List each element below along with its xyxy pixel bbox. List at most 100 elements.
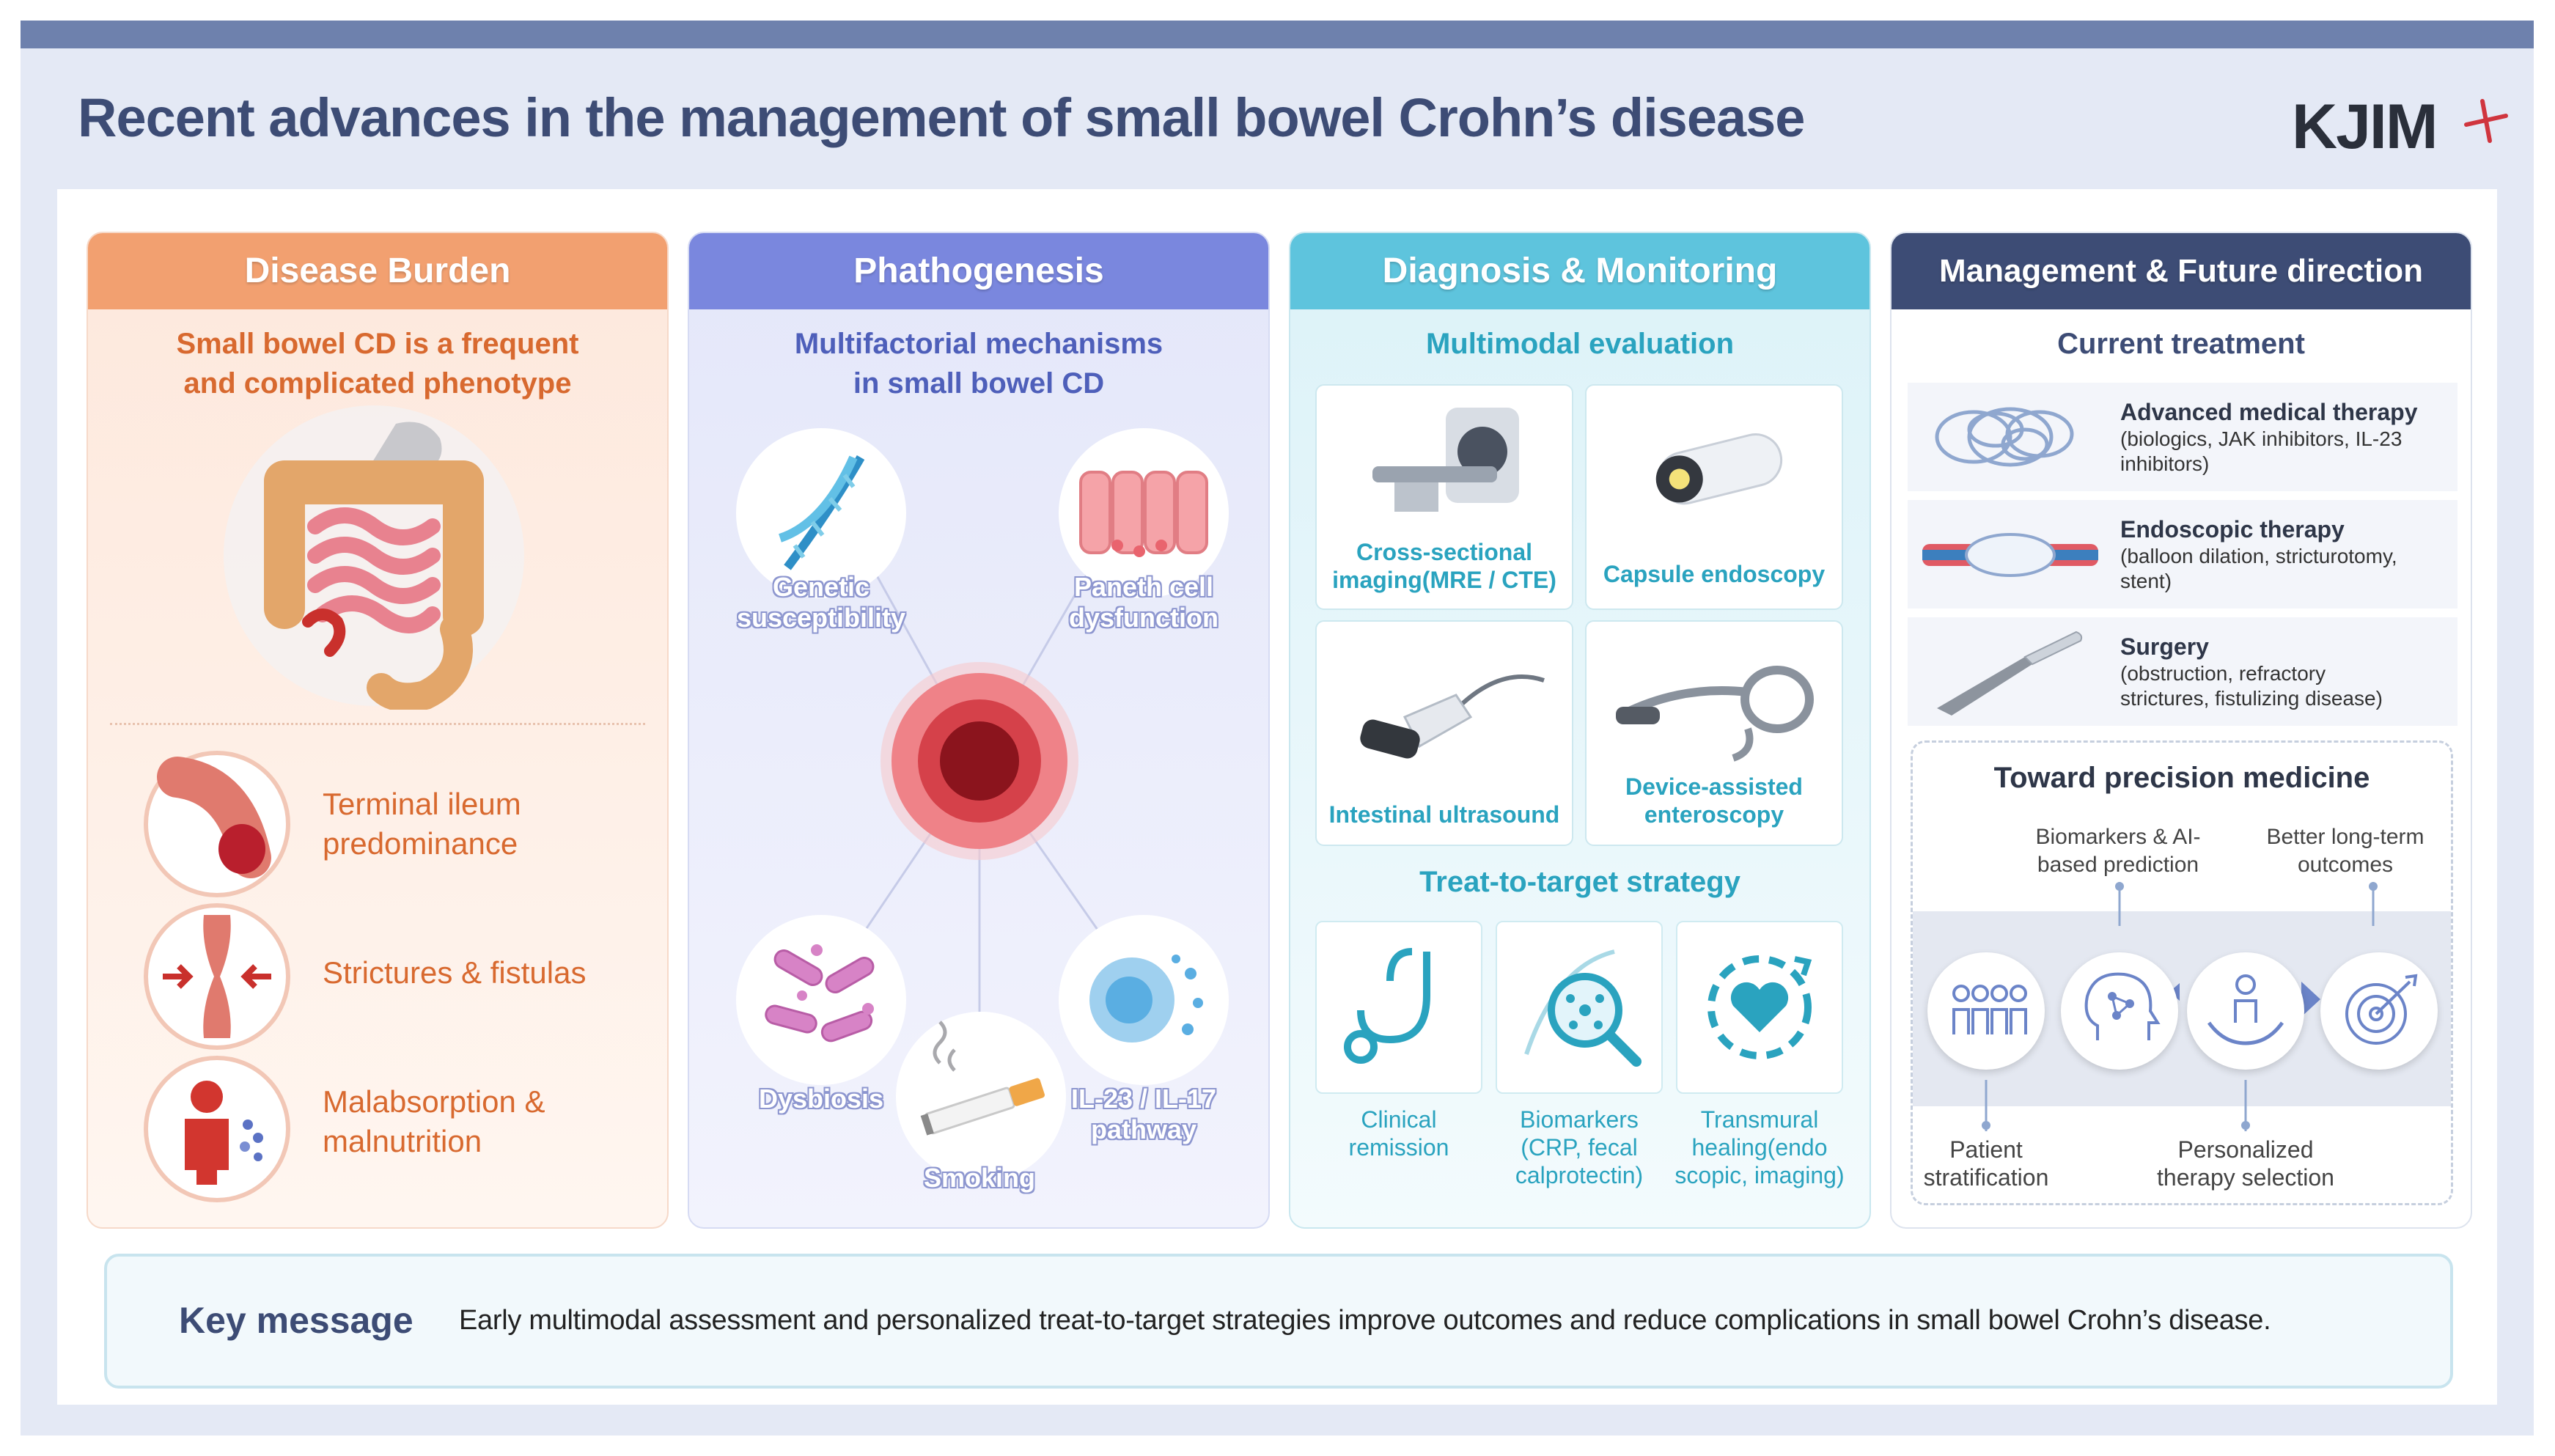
precision-line: Biomarkers & AI- <box>2035 825 2201 849</box>
precision-line: outcomes <box>2297 853 2394 877</box>
enteroscope-icon <box>1616 666 1814 762</box>
burden-item-ileum: Terminal ileum predominance <box>323 784 521 864</box>
treatment-detail: (balloon dilation, stricturotomy, stent) <box>2120 544 2397 594</box>
item-text: Terminal ileum <box>323 787 521 821</box>
pathogenesis-panel: Phathogenesis Multifactorial mechanisms … <box>688 232 1270 1229</box>
biomarker-magnifier-icon <box>1524 949 1642 1067</box>
infographic-frame: Recent advances in the management of sma… <box>21 21 2534 1435</box>
precision-label-stratification: Patient stratification <box>1913 1136 2059 1191</box>
treatment-row-medical: Advanced medical therapy (biologics, JAK… <box>1908 383 2457 491</box>
precision-label-personalized: Personalized therapy selection <box>2143 1136 2348 1191</box>
modality-text: Intestinal ultrasound <box>1317 801 1572 828</box>
ileum-icon <box>157 757 271 878</box>
modality-card-imaging: Cross-sectional imaging(MRE / CTE) <box>1315 384 1573 610</box>
treatment-line: (balloon dilation, stricturotomy, <box>2120 545 2397 567</box>
ileum-icon-badge <box>144 751 290 897</box>
burden-item-malabsorption: Malabsorption & malnutrition <box>323 1082 545 1161</box>
logo-cross-icon <box>2464 99 2508 143</box>
target-text: Transmural healing(endo scopic, imaging) <box>1658 1106 1861 1189</box>
factor-text: Genetic <box>772 572 870 602</box>
immune-cell-icon-badge <box>1059 915 1229 1085</box>
logo-text: KJIM <box>2292 92 2438 162</box>
modality-text: Device-assisted enteroscopy <box>1587 773 1842 828</box>
key-message-box: Key message Early multimodal assessment … <box>104 1254 2453 1389</box>
target-line: scopic, imaging) <box>1674 1162 1845 1188</box>
bacteria-icon <box>765 944 875 1043</box>
stricture-icon-badge <box>144 903 290 1050</box>
item-text: predominance <box>323 826 518 861</box>
modality-line: enteroscopy <box>1644 801 1784 828</box>
modality-card-ultrasound: Intestinal ultrasound <box>1315 620 1573 846</box>
precision-line: stratification <box>1923 1164 2049 1191</box>
modality-line: imaging(MRE / CTE) <box>1332 567 1556 593</box>
factor-text: Dysbiosis <box>758 1084 884 1114</box>
item-text: Malabsorption & <box>323 1084 545 1119</box>
patient-group-icon <box>1952 985 2027 1034</box>
modality-line: Cross-sectional <box>1356 539 1533 565</box>
precision-line: Better long-term <box>2266 825 2425 849</box>
dna-icon <box>778 455 865 570</box>
factor-text: Paneth cell <box>1073 572 1214 602</box>
subtitle-line: Small bowel CD is a frequent <box>176 328 579 360</box>
intestine-illustration-icon <box>224 405 524 710</box>
factor-dysbiosis: Dysbiosis <box>718 1084 924 1114</box>
bowel-cross-section-icon <box>881 662 1078 860</box>
modality-line: Capsule endoscopy <box>1603 561 1826 587</box>
target-line: healing(endo <box>1691 1134 1828 1161</box>
target-line: remission <box>1348 1134 1449 1161</box>
subtitle-line: and complicated phenotype <box>183 367 572 400</box>
management-panel: Management & Future direction Current tr… <box>1890 232 2472 1229</box>
treatment-line: (biologics, JAK inhibitors, IL-23 <box>2120 427 2403 450</box>
ct-scanner-icon <box>1372 408 1519 512</box>
disease-burden-subtitle: Small bowel CD is a frequent and complic… <box>88 324 667 403</box>
target-line: Transmural <box>1700 1106 1819 1133</box>
factor-paneth: Paneth cell dysfunction <box>1041 572 1246 633</box>
divider <box>110 723 645 725</box>
treatment-row-endoscopic: Endoscopic therapy (balloon dilation, st… <box>1908 500 2457 608</box>
diagnosis-subtitle: Multimodal evaluation <box>1425 328 1735 360</box>
top-bar <box>21 21 2534 48</box>
ultrasound-probe-icon <box>1360 674 1545 759</box>
precision-line: based prediction <box>2037 853 2199 877</box>
content-area: Disease Burden Small bowel CD is a frequ… <box>57 189 2497 1405</box>
subtitle-line: Multifactorial mechanisms <box>794 328 1163 360</box>
factor-smoking: Smoking <box>877 1163 1082 1194</box>
ai-head-icon <box>2084 972 2161 1040</box>
hand-person-icon <box>2207 974 2284 1045</box>
paneth-cell-icon-badge <box>1059 428 1229 598</box>
treatment-row-surgery: Surgery (obstruction, refractory strictu… <box>1908 617 2457 726</box>
target-line: (CRP, fecal <box>1521 1134 1638 1161</box>
patient-group-icon-badge <box>1927 952 2045 1070</box>
dna-icon-badge <box>736 428 906 598</box>
treatment-line: strictures, fistulizing disease) <box>2120 687 2383 710</box>
burden-item-strictures: Strictures & fistulas <box>323 953 586 993</box>
target-line: calprotectin) <box>1515 1162 1644 1188</box>
management-header: Management & Future direction <box>1892 233 2471 309</box>
diagnosis-header: Diagnosis & Monitoring <box>1290 233 1870 309</box>
item-text: Strictures & fistulas <box>323 955 587 990</box>
target-line: Biomarkers <box>1520 1106 1639 1133</box>
treatment-title: Advanced medical therapy <box>2120 399 2418 425</box>
factor-text: IL-23 / IL-17 <box>1070 1084 1217 1114</box>
item-text: malnutrition <box>323 1124 482 1158</box>
treatment-line: (obstruction, refractory <box>2120 662 2326 685</box>
treatment-title: Surgery <box>2120 633 2209 660</box>
ai-head-icon-badge <box>2061 952 2178 1070</box>
target-icon <box>2345 974 2418 1045</box>
antibody-icon <box>1935 407 2074 467</box>
diagnosis-panel: Diagnosis & Monitoring Multimodal evalua… <box>1289 232 1871 1229</box>
precision-label-outcomes: Better long-term outcomes <box>2250 823 2441 879</box>
modality-card-enteroscopy: Device-assisted enteroscopy <box>1585 620 1843 846</box>
treatment-line: stent) <box>2120 570 2172 592</box>
stricture-icon <box>163 915 271 1038</box>
factor-il23: IL-23 / IL-17 pathway <box>1041 1084 1246 1145</box>
modality-line: Intestinal ultrasound <box>1328 801 1560 828</box>
factor-genetic: Genetic susceptibility <box>718 572 924 633</box>
stethoscope-icon <box>1344 948 1430 1064</box>
disease-burden-panel: Disease Burden Small bowel CD is a frequ… <box>87 232 669 1229</box>
paneth-cell-icon <box>1079 471 1208 557</box>
modality-line: Device-assisted <box>1625 773 1803 800</box>
factor-text: Smoking <box>923 1163 1035 1193</box>
treatment-title: Endoscopic therapy <box>2120 516 2345 543</box>
precision-label-biomarkers: Biomarkers & AI- based prediction <box>2008 823 2228 879</box>
